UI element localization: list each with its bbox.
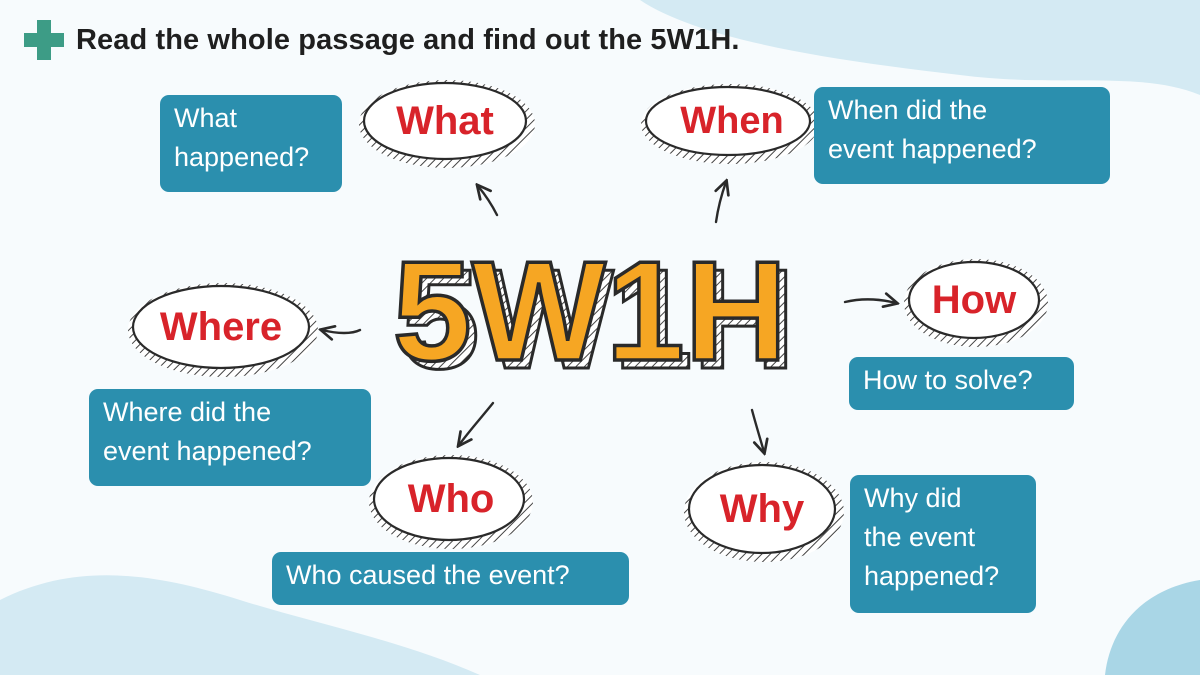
question-box-why: Why did the event happened? — [850, 475, 1036, 613]
question-line: Why did — [864, 483, 962, 513]
question-line: Where did the — [103, 397, 272, 427]
arrow-icon — [459, 401, 495, 445]
question-box-who: Who caused the event? — [272, 552, 629, 605]
word-what: What — [396, 99, 494, 143]
question-line: happened? — [864, 561, 1000, 591]
word-why: Why — [720, 487, 805, 531]
plus-icon — [24, 20, 64, 60]
question-line: the event — [864, 522, 976, 552]
question-line: event happened? — [103, 436, 312, 466]
oval-where — [128, 283, 318, 377]
blob-top-right — [640, 0, 1200, 95]
question-line: How to solve? — [863, 365, 1033, 395]
question-line: event happened? — [828, 134, 1037, 164]
arrow-icon — [716, 182, 726, 224]
question-line: Who caused the event? — [286, 560, 570, 590]
question-box-what: What happened? — [160, 95, 342, 192]
oval-what — [359, 80, 535, 168]
arrow-icon — [750, 408, 764, 452]
center-label-text: 5W1H — [393, 232, 788, 391]
blob-bottom-left — [0, 575, 480, 675]
arrow-icon — [478, 186, 499, 217]
arrow-icon — [322, 330, 362, 333]
blob-bottom-right — [1105, 580, 1200, 675]
word-when: When — [680, 100, 783, 142]
center-label: 5W1H 5W1H — [391, 230, 797, 400]
question-box-where: Where did the event happened? — [89, 389, 371, 486]
page-title: Read the whole passage and find out the … — [76, 23, 740, 56]
word-who: Who — [408, 477, 495, 521]
question-line: happened? — [174, 142, 310, 172]
question-line: When did the — [828, 95, 988, 125]
question-box-when: When did the event happened? — [814, 87, 1110, 184]
arrow-icon — [843, 299, 896, 303]
word-how: How — [932, 278, 1017, 322]
oval-who — [369, 455, 533, 549]
center-label-shadow: 5W1H — [401, 240, 796, 399]
word-where: Where — [160, 305, 282, 349]
question-box-how: How to solve? — [849, 357, 1074, 410]
question-line: What — [174, 103, 238, 133]
oval-how — [904, 259, 1048, 347]
header: Read the whole passage and find out the … — [22, 16, 740, 64]
oval-why — [684, 462, 844, 562]
oval-when — [641, 84, 819, 164]
